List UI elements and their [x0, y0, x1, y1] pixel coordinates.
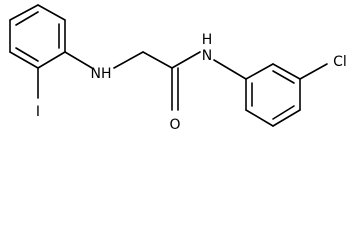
aryl-nh-bond: [64, 51, 93, 69]
ring-a-double-3: [15, 47, 39, 62]
ch2-carbonyl-bond: [142, 51, 173, 69]
ring-a-double-1: [15, 11, 39, 26]
chlorophenyl-ring: [245, 63, 301, 127]
amine-nh-label: NH: [91, 66, 112, 82]
ring-a-bond-5: [9, 51, 39, 69]
chlorine-label: Cl: [333, 54, 347, 70]
n-aryl-bond: [213, 59, 247, 80]
amide-n-label: N: [202, 48, 212, 64]
ring-a-bond-1: [9, 4, 39, 21]
amide-h-label: H: [202, 32, 213, 48]
ring-b-bond-4: [272, 109, 301, 127]
nh-ch2-bond: [113, 51, 144, 69]
c-cl-bond: [299, 63, 328, 80]
carbonyl-n-bond: [171, 51, 201, 69]
ring-b-bond-2: [272, 63, 301, 80]
carbonyl-oxygen-label: O: [169, 117, 180, 133]
iodophenyl-ring: [9, 4, 66, 69]
structural-formula: I NH O N H Cl: [9, 4, 347, 133]
ring-b-bond-1: [245, 63, 274, 80]
iodine-label: I: [36, 104, 40, 120]
ring-b-double-2: [272, 105, 295, 120]
ring-a-bond-4: [37, 51, 66, 69]
ring-b-double-1: [272, 70, 295, 84]
ring-b-bond-5: [245, 109, 274, 127]
ring-a-bond-2: [37, 4, 66, 21]
